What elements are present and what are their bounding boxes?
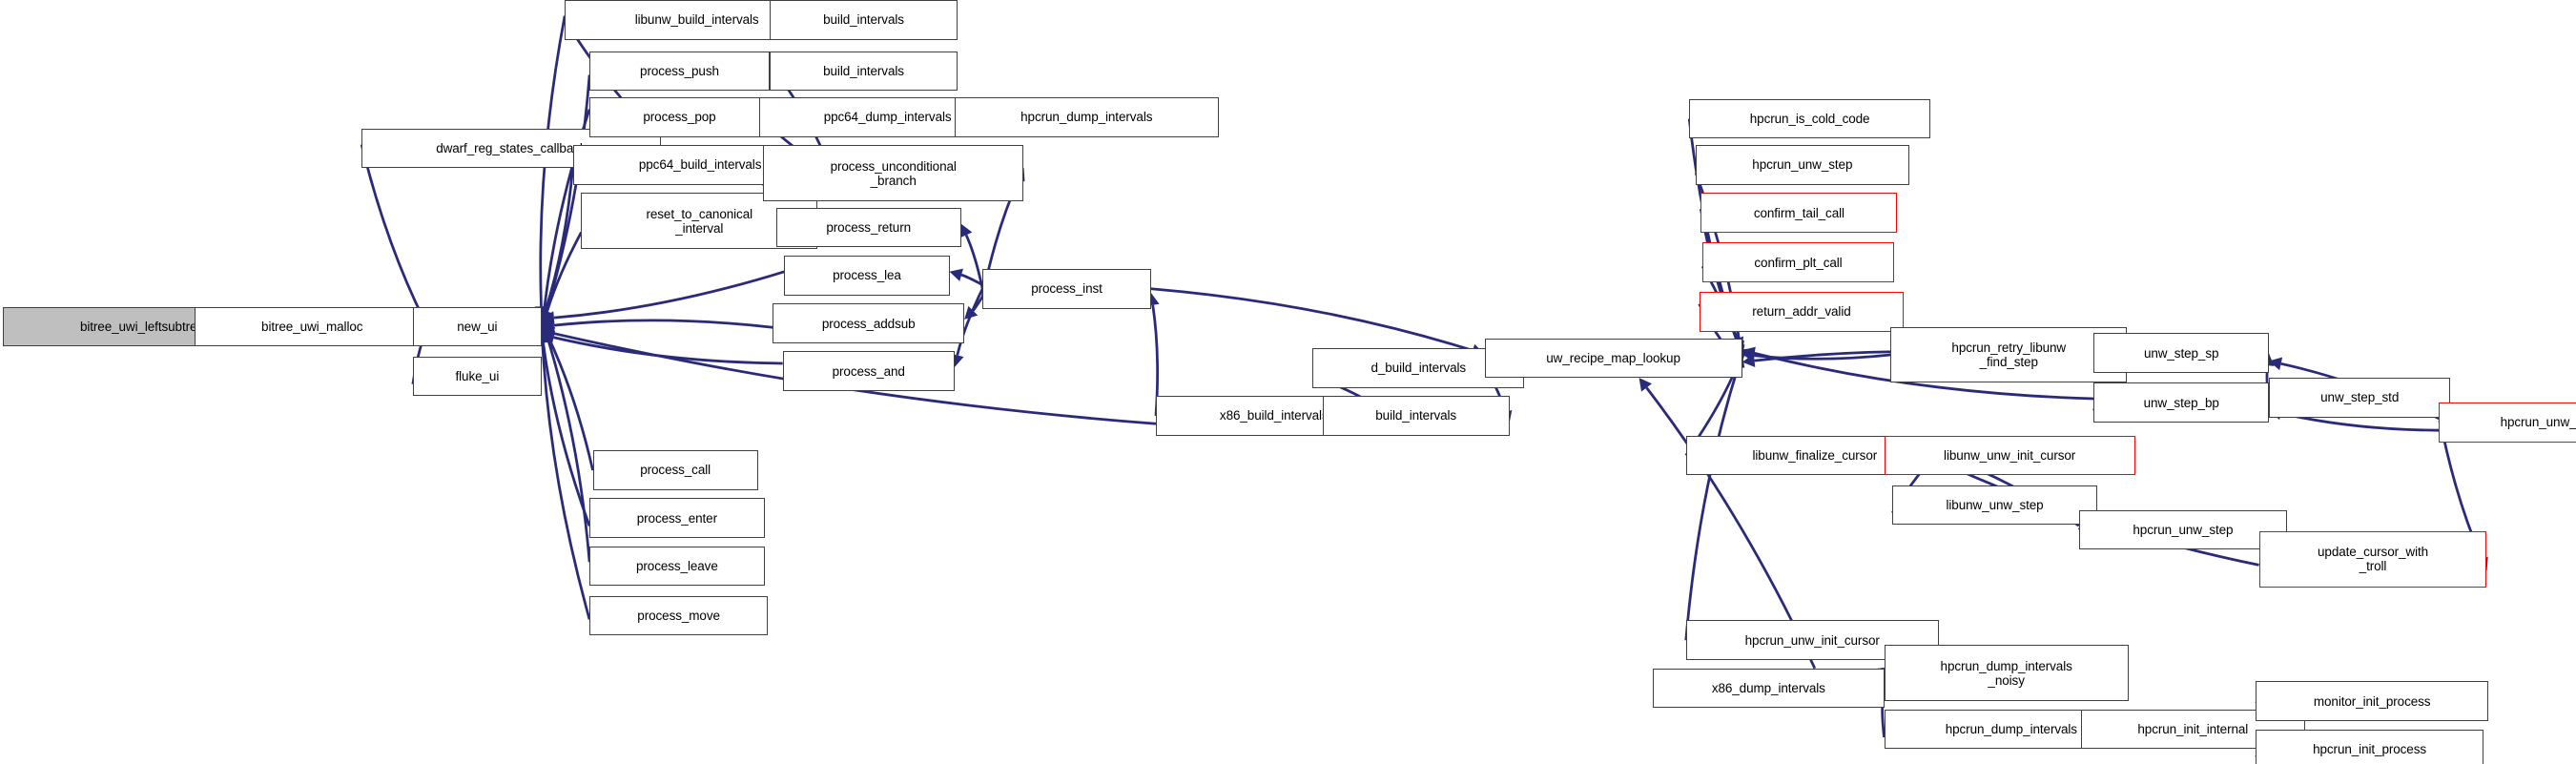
graph-node-hpcrun-is-cold-code[interactable]: hpcrun_is_cold_code bbox=[1689, 98, 1930, 139]
graph-node-reset-to-canonical-interval[interactable]: reset_to_canonical _interval bbox=[581, 193, 818, 250]
graph-node-unw-step-std[interactable]: unw_step_std bbox=[2268, 378, 2451, 418]
graph-node-process-return[interactable]: process_return bbox=[775, 207, 961, 248]
graph-node-hpcrun-init-process[interactable]: hpcrun_init_process bbox=[2256, 729, 2484, 764]
graph-node-process-and[interactable]: process_and bbox=[782, 351, 955, 391]
graph-node-process-move[interactable]: process_move bbox=[589, 595, 769, 636]
graph-edge bbox=[544, 330, 591, 563]
graph-node-process-leave[interactable]: process_leave bbox=[589, 546, 765, 587]
graph-node-build-intervals[interactable]: build_intervals bbox=[769, 51, 958, 92]
graph-node-process-pop[interactable]: process_pop bbox=[589, 97, 770, 137]
graph-node-monitor-init-process[interactable]: monitor_init_process bbox=[2256, 681, 2489, 721]
graph-edge bbox=[553, 270, 785, 320]
graph-node-libunw-unw-init-cursor[interactable]: libunw_unw_init_cursor bbox=[1884, 435, 2135, 476]
graph-edge-arrowhead bbox=[2268, 357, 2283, 371]
graph-edge-arrowhead bbox=[959, 223, 973, 238]
graph-node-hpcrun-dump-intervals[interactable]: hpcrun_dump_intervals bbox=[954, 97, 1219, 137]
graph-node-build-intervals[interactable]: build_intervals bbox=[769, 0, 958, 40]
graph-node-update-cursor-with-troll[interactable]: update_cursor_with _troll bbox=[2258, 531, 2487, 588]
graph-node-x86-dump-intervals[interactable]: x86_dump_intervals bbox=[1653, 668, 1885, 709]
graph-node-process-call[interactable]: process_call bbox=[592, 450, 758, 490]
graph-node-process-push[interactable]: process_push bbox=[589, 51, 770, 92]
graph-edge bbox=[1753, 351, 2094, 401]
graph-edge-arrowhead bbox=[949, 268, 963, 281]
graph-node-process-inst[interactable]: process_inst bbox=[982, 268, 1151, 309]
graph-node-process-enter[interactable]: process_enter bbox=[589, 498, 765, 538]
graph-node-process-addsub[interactable]: process_addsub bbox=[773, 303, 965, 343]
graph-edge bbox=[544, 164, 575, 312]
graph-edge bbox=[960, 273, 983, 286]
graph-edge-arrowhead bbox=[1638, 378, 1652, 392]
graph-node-new-ui[interactable]: new_ui bbox=[412, 306, 542, 347]
graph-edge bbox=[544, 231, 583, 320]
graph-node-confirm-tail-call[interactable]: confirm_tail_call bbox=[1700, 193, 1898, 233]
graph-node-hpcrun-retry-libunw-find-step[interactable]: hpcrun_retry_libunw _find_step bbox=[1890, 326, 2128, 383]
graph-node-confirm-plt-call[interactable]: confirm_plt_call bbox=[1702, 242, 1894, 282]
graph-edge bbox=[541, 339, 591, 620]
graph-node-fluke-ui[interactable]: fluke_ui bbox=[412, 356, 542, 397]
graph-node-bitree-uwi-malloc[interactable]: bitree_uwi_malloc bbox=[195, 306, 430, 347]
graph-node-uw-recipe-map-lookup[interactable]: uw_recipe_map_lookup bbox=[1484, 338, 1742, 379]
graph-edge bbox=[542, 342, 591, 527]
graph-node-hpcrun-unw-step[interactable]: hpcrun_unw_step bbox=[2078, 509, 2287, 550]
graph-edge-arrowhead bbox=[1741, 346, 1756, 360]
graph-edge bbox=[1150, 287, 1473, 352]
graph-node-hpcrun-dump-intervals-noisy[interactable]: hpcrun_dump_intervals _noisy bbox=[1884, 645, 2129, 702]
graph-edge bbox=[1684, 365, 1741, 641]
graph-node-libunw-unw-step[interactable]: libunw_unw_step bbox=[1892, 485, 2097, 526]
graph-node-unw-step-bp[interactable]: unw_step_bp bbox=[2093, 382, 2269, 423]
graph-node-process-unconditional-branch[interactable]: process_unconditional _branch bbox=[762, 145, 1024, 202]
graph-edge-arrowhead bbox=[541, 326, 556, 341]
graph-node-return-addr-valid[interactable]: return_addr_valid bbox=[1699, 292, 1905, 332]
graph-node-hpcrun-unw-step[interactable]: hpcrun_unw_step bbox=[1696, 145, 1909, 185]
graph-edge bbox=[546, 333, 594, 471]
graph-node-hpcrun-unw-step-real[interactable]: hpcrun_unw_step_real bbox=[2439, 403, 2576, 443]
graph-edge bbox=[553, 319, 773, 329]
graph-node-process-lea[interactable]: process_lea bbox=[784, 256, 950, 296]
graph-edge bbox=[360, 144, 425, 320]
graph-node-unw-step-sp[interactable]: unw_step_sp bbox=[2093, 333, 2269, 373]
graph-node-build-intervals[interactable]: build_intervals bbox=[1322, 396, 1510, 436]
graph-edge bbox=[956, 288, 984, 356]
